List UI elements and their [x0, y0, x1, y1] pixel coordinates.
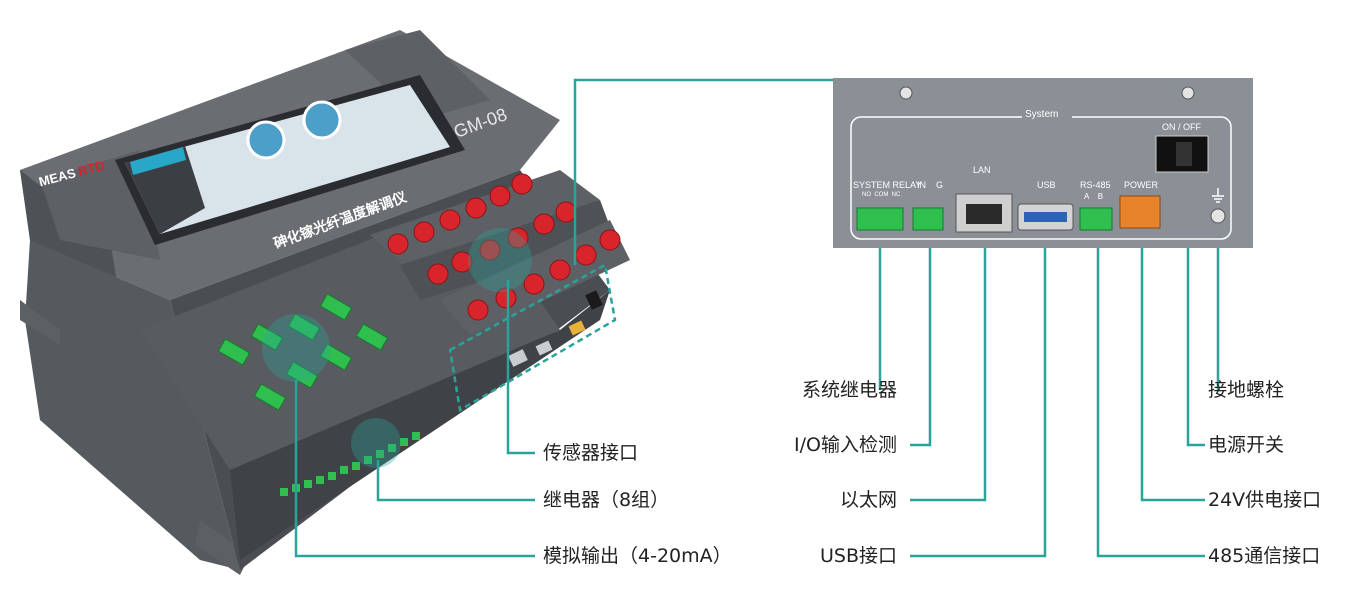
- label-system-relay: 系统继电器: [801, 379, 897, 401]
- screen: [125, 85, 450, 234]
- sensor-ports: [387, 173, 621, 321]
- in-label: IN: [917, 180, 926, 190]
- label-io-input: I/O输入检测: [794, 434, 897, 456]
- label-sensor-interface: 传感器接口: [543, 442, 639, 464]
- ground-icon: [1212, 188, 1224, 203]
- monitor-icon: [302, 100, 342, 140]
- rs485-pins-label: A B: [1084, 192, 1104, 201]
- device-left-face: [25, 240, 240, 570]
- g-label: G: [936, 180, 944, 190]
- system-region-highlight: [448, 263, 617, 412]
- system-relay-label: SYSTEM RELAY: [853, 180, 922, 190]
- label-485-comm: 485通信接口: [1208, 545, 1321, 567]
- label-analog-output: 模拟输出（4-20mA）: [543, 545, 732, 567]
- rs485-terminal: [1079, 207, 1113, 231]
- screw-icon: [1181, 86, 1195, 100]
- screw-icon: [899, 86, 913, 100]
- io-input-terminal: [912, 207, 944, 231]
- label-usb: USB接口: [819, 545, 897, 567]
- onoff-label: ON / OFF: [1162, 122, 1201, 132]
- rs485-label: RS-485: [1080, 180, 1111, 190]
- system-label: System: [1025, 109, 1059, 120]
- label-relay-8-groups: 继电器（8组）: [543, 489, 670, 511]
- power-label: POWER: [1124, 180, 1159, 190]
- relay-pins-label: NO COM NC: [862, 192, 901, 198]
- ground-bolt-icon: [1210, 208, 1226, 224]
- label-ground-bolt: 接地螺栓: [1208, 379, 1285, 401]
- power-terminal: [1119, 195, 1161, 229]
- label-24v-power: 24V供电接口: [1208, 489, 1322, 511]
- usb-label: USB: [1037, 180, 1056, 190]
- analog-output-terminals: [217, 293, 389, 411]
- label-power-switch: 电源开关: [1208, 434, 1285, 456]
- system-relay-terminal: [856, 207, 904, 231]
- thermometer-icon: [246, 120, 286, 160]
- lan-label: LAN: [973, 165, 991, 175]
- label-ethernet: 以太网: [839, 489, 897, 511]
